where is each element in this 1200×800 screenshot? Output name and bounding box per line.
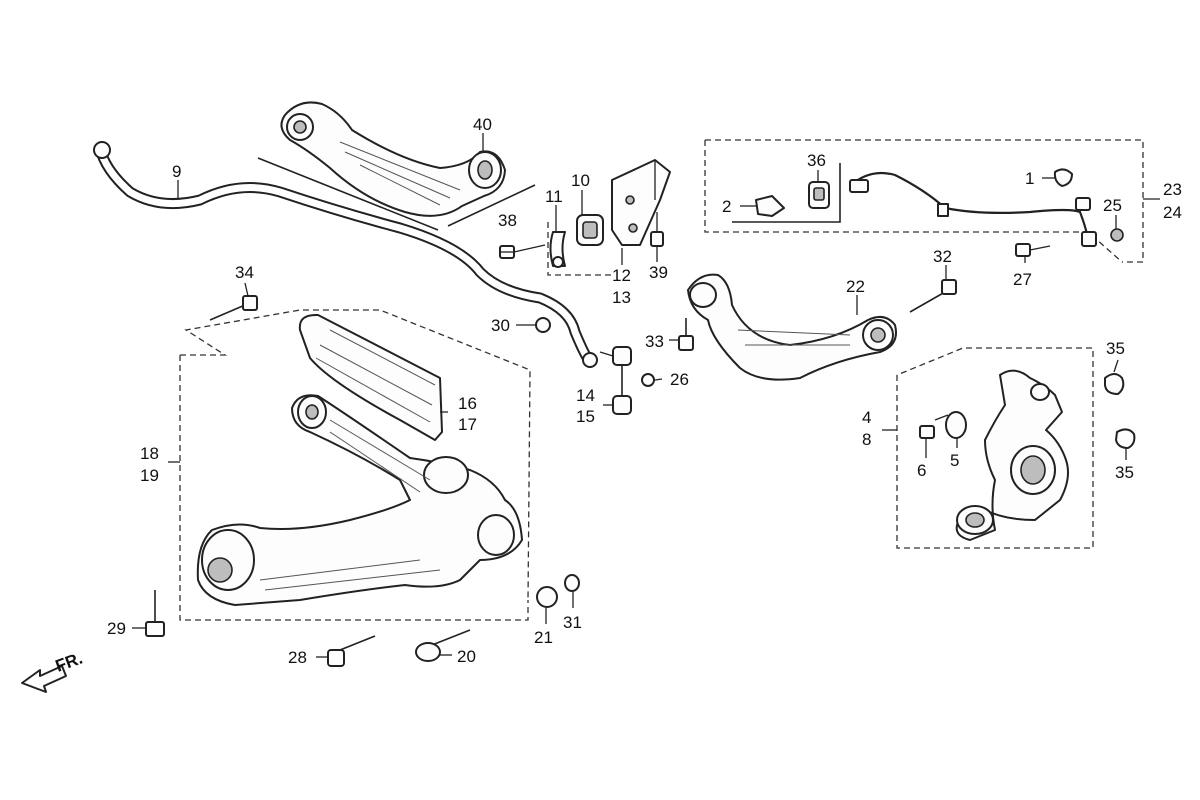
nut-35-lower (1115, 428, 1136, 449)
callout-36: 36 (807, 151, 826, 170)
stabilizer-link-14-15 (612, 346, 632, 415)
clip-36 (808, 181, 830, 209)
callout-21: 21 (534, 628, 553, 647)
lower-arm-18-19 (196, 394, 523, 606)
bolt-28 (327, 635, 376, 667)
callout-1: 1 (1025, 169, 1034, 188)
bolt-33 (678, 318, 694, 351)
nut-26 (641, 373, 655, 387)
wheel-speed-sensor-harness (849, 171, 1097, 247)
callout-25: 25 (1103, 196, 1122, 215)
group-box-23-24 (704, 139, 1144, 263)
group-box-4-8 (896, 347, 1094, 549)
bracket-11 (549, 231, 566, 268)
bolt-29 (145, 590, 165, 637)
bolt-27 (1015, 243, 1051, 257)
callout-30: 30 (491, 316, 510, 335)
callout-24: 24 (1163, 203, 1182, 222)
upper-arm-22 (687, 273, 897, 381)
callout-2: 2 (722, 197, 731, 216)
callout-15: 15 (576, 407, 595, 426)
callout-18: 18 (140, 444, 159, 463)
nut-21 (536, 586, 558, 608)
front-direction-label: FR. (53, 649, 85, 676)
group-box-12-13 (547, 222, 612, 276)
bolt-39 (650, 212, 664, 247)
upper-control-arm-40 (257, 101, 536, 231)
callout-6: 6 (917, 461, 926, 480)
bolt-32 (909, 279, 957, 313)
callout-16: 16 (458, 394, 477, 413)
bushing-10 (576, 214, 604, 246)
callout-32: 32 (933, 247, 952, 266)
callout-26: 26 (670, 370, 689, 389)
callout-29: 29 (107, 619, 126, 638)
callout-35-lower: 35 (1115, 463, 1134, 482)
knuckle-4-8 (955, 369, 1069, 541)
callout-14: 14 (576, 386, 595, 405)
callout-17: 17 (458, 415, 477, 434)
callout-34: 34 (235, 263, 254, 282)
bolt-20 (415, 629, 471, 662)
clip-1 (1053, 168, 1073, 187)
nut-35-upper (1104, 373, 1125, 395)
callout-19: 19 (140, 466, 159, 485)
washer-5 (934, 411, 967, 439)
callout-12: 12 (612, 266, 631, 285)
callout-38: 38 (498, 211, 517, 230)
callout-9: 9 (172, 162, 181, 181)
bolt-34 (209, 295, 258, 321)
nut-31 (564, 574, 580, 592)
callout-40: 40 (473, 115, 492, 134)
group-box-2-36 (732, 163, 841, 223)
callout-23: 23 (1163, 180, 1182, 199)
callout-10: 10 (571, 171, 590, 190)
callout-4: 4 (862, 408, 871, 427)
leader-lines (132, 133, 1160, 658)
bolt-6 (919, 425, 935, 439)
callout-31: 31 (563, 613, 582, 632)
callout-35-upper: 35 (1106, 339, 1125, 358)
clip-2 (755, 195, 785, 217)
callout-8: 8 (862, 430, 871, 449)
cover-plate-16-17 (298, 313, 443, 441)
nut-25 (1110, 228, 1124, 242)
callout-39: 39 (649, 263, 668, 282)
bracket-plate-12-13 (611, 159, 671, 246)
nut-30 (535, 317, 551, 333)
callout-20: 20 (457, 647, 476, 666)
callout-11: 11 (545, 187, 563, 206)
callout-27: 27 (1013, 270, 1032, 289)
callout-28: 28 (288, 648, 307, 667)
callout-labels: 40 9 10 11 38 12 13 39 36 2 1 25 23 24 2… (107, 115, 1182, 667)
group-box-18-19 (179, 309, 531, 621)
callout-5: 5 (950, 451, 959, 470)
callout-13: 13 (612, 288, 631, 307)
stabilizer-bar-9 (93, 141, 598, 368)
callout-33: 33 (645, 332, 664, 351)
front-direction-arrow: FR. (21, 649, 85, 693)
callout-22: 22 (846, 277, 865, 296)
